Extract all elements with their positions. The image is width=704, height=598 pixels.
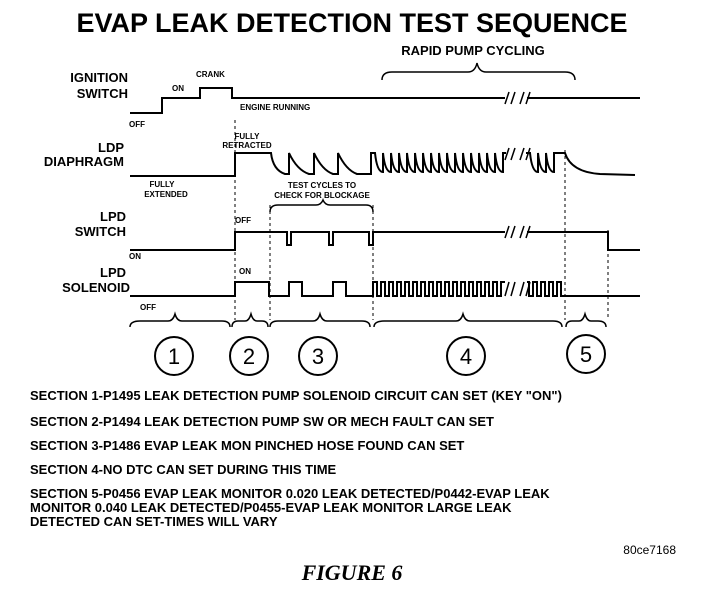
note-section-5-line-2: MONITOR 0.040 LEAK DETECTED/P0455-EVAP L… [30,500,512,515]
test-cycles-label-1: TEST CYCLES TO [288,181,356,190]
rapid-pump-label: RAPID PUMP CYCLING [401,43,545,58]
diagram-title: EVAP LEAK DETECTION TEST SEQUENCE [76,8,627,38]
switch-label-1: LPD [100,209,126,224]
section-circle-1: 1 [154,336,194,376]
solenoid-waveform [130,281,640,297]
diaphragm-label-2: DIAPHRAGM [44,154,124,169]
section-number-3: 3 [312,344,324,369]
solenoid-label-1: LPD [100,265,126,280]
ignition-break-mark [504,91,531,105]
section-circle-2: 2 [229,336,269,376]
ignition-label-2: SWITCH [77,86,128,101]
test-cycles-label-2: CHECK FOR BLOCKAGE [274,191,370,200]
note-section-1: SECTION 1-P1495 LEAK DETECTION PUMP SOLE… [30,388,562,403]
section-number-1: 1 [168,344,180,369]
ignition-crank-label: CRANK [196,70,225,79]
figure-caption: FIGURE 6 [301,560,403,585]
ignition-running-label: ENGINE RUNNING [240,103,310,112]
section-circle-4: 4 [446,336,486,376]
solenoid-label-2: SOLENOID [62,280,130,295]
section-number-5: 5 [580,342,592,367]
section-number-2: 2 [243,344,255,369]
retracted-label-1: FULLY [234,132,260,141]
extended-label-2: EXTENDED [144,190,188,199]
rapid-pump-brace [381,62,576,81]
note-section-2: SECTION 2-P1494 LEAK DETECTION PUMP SW O… [30,414,494,429]
note-section-3: SECTION 3-P1486 EVAP LEAK MON PINCHED HO… [30,438,464,453]
section-circle-5: 5 [566,334,606,374]
switch-off-label: OFF [235,216,251,225]
diaphragm-waveform [130,152,636,177]
diaphragm-break-mark [504,147,531,161]
section-number-4: 4 [460,344,472,369]
ignition-waveform [130,87,640,114]
solenoid-off-label: OFF [140,303,156,312]
note-section-5-line-1: SECTION 5-P0456 EVAP LEAK MONITOR 0.020 … [30,486,550,501]
retracted-label-2: RETRACTED [222,141,272,150]
ignition-label-1: IGNITION [70,70,128,85]
extended-label-1: FULLY [149,180,175,189]
diaphragm-label-1: LDP [98,140,124,155]
section-braces [129,311,607,328]
ignition-off-label: OFF [129,120,145,129]
switch-on-label: ON [129,252,141,261]
ignition-on-label: ON [172,84,184,93]
note-section-4: SECTION 4-NO DTC CAN SET DURING THIS TIM… [30,462,337,477]
switch-label-2: SWITCH [75,224,126,239]
solenoid-break-mark [504,281,531,297]
figure-code: 80ce7168 [623,543,676,557]
solenoid-on-label: ON [239,267,251,276]
switch-waveform [130,231,640,251]
test-cycles-brace [269,197,374,213]
switch-break-mark [504,225,531,239]
note-section-5-line-3: DETECTED CAN SET-TIMES WILL VARY [30,514,278,529]
section-circle-3: 3 [298,336,338,376]
